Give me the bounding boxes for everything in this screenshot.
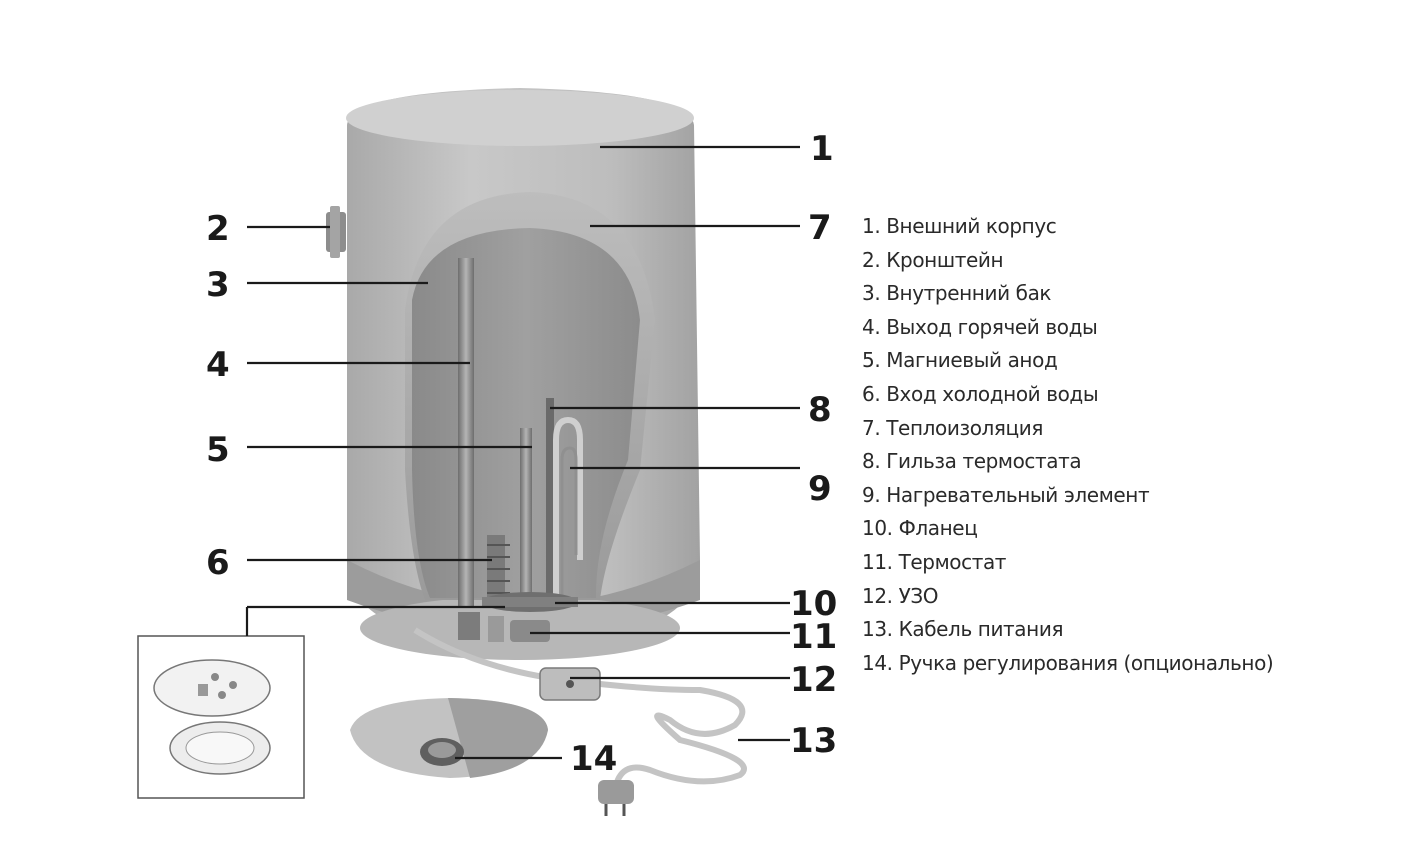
legend-item: 12. УЗО [862,580,1273,614]
legend-item: 4. Выход горячей воды [862,311,1273,345]
bottom-cover [350,698,548,778]
callout-6: 6 [206,543,230,583]
callout-13: 13 [790,721,837,761]
power-plug [598,780,634,816]
legend-item: 13. Кабель питания [862,613,1273,647]
legend-item: 6. Вход холодной воды [862,378,1273,412]
legend-item: 10. Фланец [862,512,1273,546]
legend-item: 11. Термостат [862,546,1273,580]
bracket [326,206,346,258]
inset-box [138,607,304,798]
hot-water-pipe [458,258,474,608]
thermostat-sleeve [546,398,554,603]
legend-item: 3. Внутренний бак [862,277,1273,311]
callout-1: 1 [810,129,834,169]
legend-item: 14. Ручка регулирования (опционально) [862,647,1273,681]
legend-item: 5. Магниевый анод [862,344,1273,378]
legend-list: 1. Внешний корпус 2. Кронштейн 3. Внутре… [862,210,1273,680]
legend-item: 2. Кронштейн [862,244,1273,278]
callout-12: 12 [790,660,837,700]
callout-7: 7 [808,208,832,248]
callout-9: 9 [808,469,832,509]
callout-5: 5 [206,430,230,470]
rcd [540,668,600,700]
callout-3: 3 [206,265,230,305]
legend-item: 1. Внешний корпус [862,210,1273,244]
legend-item: 9. Нагревательный элемент [862,479,1273,513]
magnesium-anode [520,428,532,603]
callout-2: 2 [206,209,230,249]
legend-item: 8. Гильза термостата [862,445,1273,479]
callout-14: 14 [570,739,617,779]
callout-11: 11 [790,617,837,657]
callout-8: 8 [808,390,832,430]
legend-item: 7. Теплоизоляция [862,412,1273,446]
callout-4: 4 [206,345,230,385]
